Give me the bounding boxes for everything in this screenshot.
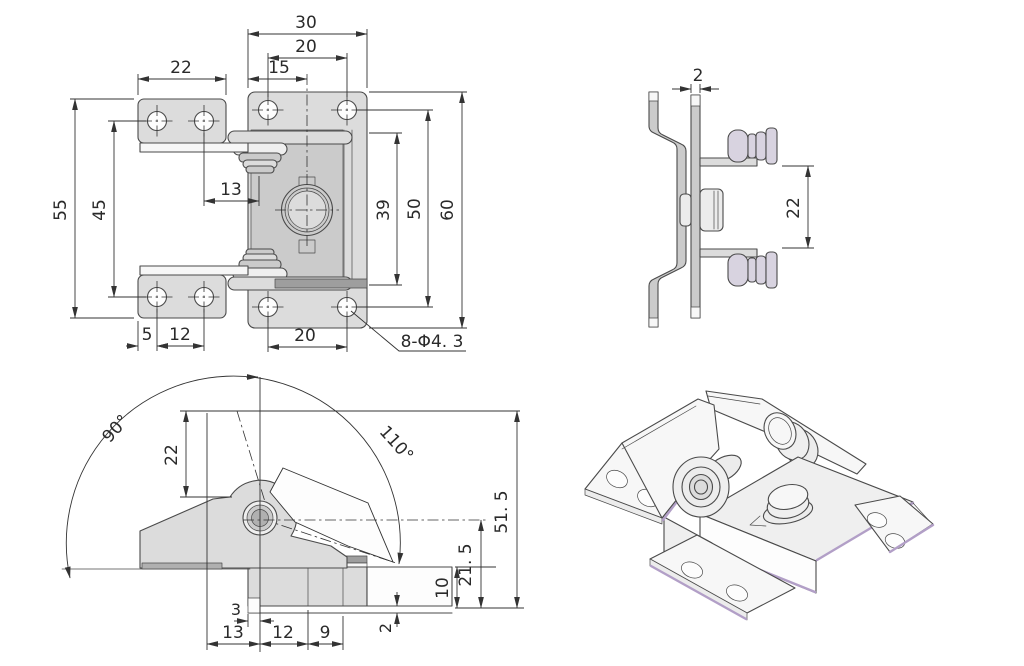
hole [141, 281, 173, 313]
dim-39: 39 [369, 132, 402, 286]
side-top-rivet [727, 127, 778, 165]
dim-20-top: 20 [267, 37, 348, 97]
isometric-view [584, 390, 935, 621]
front-center-boss [275, 174, 339, 254]
dim-13-label: 13 [220, 180, 242, 200]
dim-45: 45 [90, 120, 146, 298]
dim-55: 55 [51, 98, 134, 319]
dim-3-label: 3 [231, 600, 241, 619]
front-view-part [137, 91, 368, 329]
holes-callout: 8-Φ4. 3 [350, 310, 466, 352]
dim-22-rivets-label: 22 [784, 197, 804, 219]
dim-13-open-label: 13 [222, 623, 244, 643]
open-wing-foot [141, 562, 223, 570]
dim-3: 3 [231, 600, 274, 627]
iso-left-wing [621, 398, 720, 519]
dim-2-thickness: 2 [672, 66, 719, 93]
iso-right-foot [854, 495, 935, 554]
dim-12-label: 12 [169, 325, 191, 345]
dim-10: 10 [433, 566, 524, 609]
dim-21-5-label: 21. 5 [456, 543, 476, 586]
dim-2-open: 2 [376, 592, 400, 633]
front-bottom-arm [139, 265, 249, 276]
dim-51-5-label: 51. 5 [492, 490, 512, 533]
iso-front-foot [649, 534, 796, 621]
dim-30-label: 30 [295, 13, 317, 33]
side-view-dimensions: 2 22 [672, 66, 814, 249]
iso-right-barrel [763, 412, 819, 468]
front-view: 30 20 15 22 55 [51, 13, 467, 352]
dim-60-label: 60 [438, 199, 458, 221]
dim-50: 50 [357, 109, 433, 308]
open-bottom-notch [247, 597, 261, 614]
hole [188, 105, 220, 137]
dim-2-open-label: 2 [376, 623, 395, 633]
front-top-leaf-bar [227, 130, 353, 145]
side-bottom-arm [699, 248, 758, 258]
side-view: 2 22 [648, 66, 814, 328]
dim-5-label: 5 [142, 325, 153, 345]
front-top-arm [139, 142, 249, 153]
dim-50-label: 50 [405, 198, 425, 220]
dim-22: 22 [137, 58, 227, 95]
dim-bottom-chain: 13 12 9 [206, 610, 344, 650]
dim-45-label: 45 [90, 199, 110, 221]
side-top-arm [699, 157, 758, 167]
dim-20-bottom: 20 [267, 317, 348, 352]
dim-55-label: 55 [51, 199, 71, 221]
dim-22-label: 22 [170, 58, 192, 78]
dim-13: 13 [203, 133, 260, 206]
hole [141, 105, 173, 137]
angle-90-label: 90° [98, 411, 133, 447]
dim-22-open-label: 22 [162, 444, 182, 466]
holes-callout-label: 8-Φ4. 3 [401, 332, 464, 352]
side-view-part [648, 91, 778, 328]
iso-dome-rivet [749, 483, 814, 527]
open-body-block [247, 566, 368, 607]
hole [188, 281, 220, 313]
angle-110-label: 110° [375, 422, 417, 466]
dim-12: 12 [156, 309, 205, 351]
side-leaf-plate [690, 94, 701, 319]
dim-10-label: 10 [433, 577, 453, 599]
dim-9-label: 9 [320, 623, 331, 643]
dim-15: 15 [247, 58, 308, 172]
front-view-dimensions: 30 20 15 22 55 [51, 13, 467, 352]
side-pivot-hub [679, 188, 724, 232]
dim-22-rivets: 22 [782, 165, 814, 249]
dim-20-bottom-label: 20 [294, 326, 316, 346]
dim-60: 60 [369, 91, 467, 329]
dim-20-top-label: 20 [295, 37, 317, 57]
iso-pivot-lug [672, 454, 742, 518]
dim-15-label: 15 [268, 58, 290, 78]
dim-51-5: 51. 5 [492, 410, 520, 609]
dim-2-label: 2 [693, 66, 704, 86]
open-angle-view: 90° 110° 22 3 13 12 9 [61, 374, 524, 652]
dim-22-open: 22 [162, 410, 520, 498]
iso-front-web [699, 513, 817, 594]
hole [252, 291, 284, 323]
open-phantom-leaf [269, 467, 394, 563]
dim-12-open-label: 12 [272, 623, 294, 643]
dim-21-5: 21. 5 [456, 519, 484, 609]
hole [252, 94, 284, 126]
side-bottom-rivet [727, 251, 778, 289]
front-bottom-dark-band [274, 278, 368, 289]
dim-39-label: 39 [374, 199, 394, 221]
